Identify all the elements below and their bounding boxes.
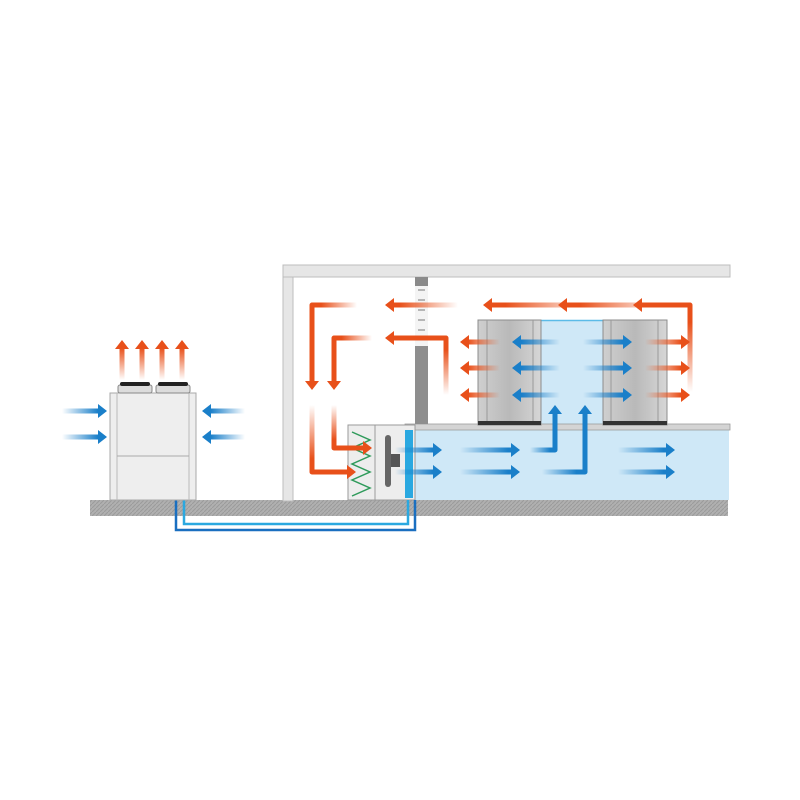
partition-column [415,277,428,424]
hot-air-arrow [385,331,449,395]
cold-air-arrow [512,388,560,402]
hot-air-arrow [645,388,690,402]
server-rack-left [477,319,542,426]
cold-air-arrow [512,361,560,375]
cold-air-arrow [583,335,632,349]
hot-air-arrow [633,298,693,392]
cold-air-arrow [618,443,675,457]
cold-air-arrow [395,443,442,457]
cold-air-arrow [618,465,675,479]
cold-air-arrow [395,465,442,479]
hot-air-arrow [135,340,149,380]
building-roof [282,264,731,278]
condenser-fan-icon [155,382,191,394]
hot-air-arrow [645,361,690,375]
cold-air-arrow [202,404,245,418]
hot-air-arrow [385,298,458,312]
cold-aisle [541,320,603,425]
hot-air-arrow [305,302,357,390]
outdoor-condenser-unit [109,382,197,501]
cold-air-arrow [202,430,245,444]
hot-air-arrow [327,335,372,390]
airflow-arrows [62,298,693,479]
cold-air-arrow [583,388,632,402]
hot-air-arrow [155,340,169,380]
cold-air-arrow [62,404,107,418]
building-wall [282,264,294,502]
cold-air-arrow [62,430,107,444]
hot-air-arrow [331,405,372,455]
cold-air-arrow [542,405,592,475]
cold-air-arrow [530,405,562,453]
raised-floor [404,423,731,431]
indoor-cooling-unit [347,424,416,501]
cold-air-arrow [460,443,520,457]
fan-icon [385,435,400,487]
cold-air-arrow [583,361,632,375]
cold-air-arrow [460,465,520,479]
hot-air-arrow [309,405,356,479]
hot-air-arrow [175,340,189,380]
hot-air-arrow [460,361,500,375]
hot-air-arrow [460,388,500,402]
refrigerant-pipes [174,500,417,532]
condenser-fan-icon [117,382,153,394]
building [282,264,731,502]
hot-air-arrow [645,335,690,349]
server-rack-right [602,319,668,426]
cold-air-arrow [512,335,560,349]
cold-supply-duct [405,430,413,498]
hot-air-arrow [115,340,129,380]
hot-air-arrow [460,335,500,349]
underfloor-plenum [415,430,729,500]
